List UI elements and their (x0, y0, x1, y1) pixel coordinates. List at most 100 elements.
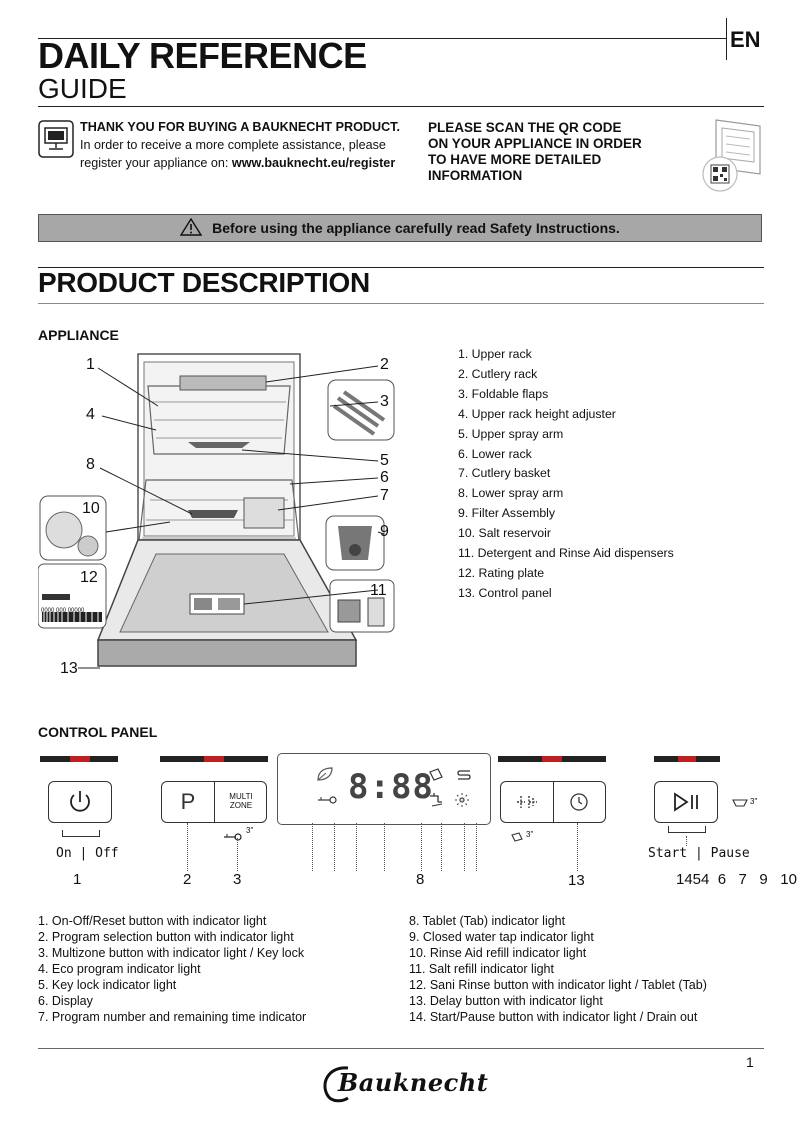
header-rule (38, 38, 726, 39)
page-title: DAILY REFERENCE (38, 35, 367, 76)
list-item: 3. Multizone button with indicator light… (38, 946, 305, 960)
registration-text: THANK YOU FOR BUYING A BAUKNECHT PRODUCT… (80, 118, 410, 172)
water-tap-icon (430, 793, 443, 807)
list-item: 11. Detergent and Rinse Aid dispensers (458, 546, 674, 561)
list-item: 6. Display (38, 994, 93, 1008)
cp-number-3: 3 (233, 871, 242, 888)
language-code: EN (730, 27, 761, 52)
appliance-heading: APPLIANCE (38, 327, 119, 343)
play-pause-icon (674, 792, 698, 812)
cp-number-8: 8 (416, 871, 425, 888)
product-description-heading: PRODUCT DESCRIPTION (38, 267, 370, 298)
cp-number-13: 13 (568, 872, 585, 889)
leader-line (312, 823, 313, 871)
leader-line (334, 823, 335, 871)
section-rule-bottom (38, 303, 764, 304)
callout-1: 1 (86, 356, 95, 373)
key-lock-icon (318, 796, 337, 804)
brand-swoosh-icon (323, 1066, 349, 1103)
callout-7: 7 (380, 487, 389, 504)
leader-line (237, 838, 238, 871)
cp-number-right: 1454 6 7 9 10 (676, 871, 797, 888)
indicator-bar (160, 756, 268, 762)
on-off-button[interactable] (48, 781, 112, 823)
page-subtitle: GUIDE (38, 73, 127, 104)
list-item: 10. Rinse Aid refill indicator light (409, 946, 587, 960)
tablet-icon (429, 768, 443, 781)
appliance-illustration (37, 350, 408, 680)
list-item: 12. Rating plate (458, 565, 545, 580)
leader-line (464, 823, 465, 871)
callout-2: 2 (380, 356, 389, 373)
list-item: 4. Upper rack height adjuster (458, 406, 616, 421)
qr-line: INFORMATION (428, 168, 523, 183)
callout-13: 13 (60, 660, 78, 677)
list-item: 5. Upper spray arm (458, 426, 564, 441)
list-item: 5. Key lock indicator light (38, 978, 177, 992)
warning-icon (179, 217, 203, 239)
list-item: 2. Program selection button with indicat… (38, 930, 294, 944)
rinse-aid-icon (455, 793, 469, 807)
program-multizone-buttons: P MULTI ZONE (161, 781, 267, 823)
display-panel: 8:88 (277, 753, 491, 825)
list-item: 9. Closed water tap indicator light (409, 930, 594, 944)
thanks-heading: THANK YOU FOR BUYING A BAUKNECHT PRODUCT… (80, 120, 400, 134)
dishwasher-qr-illustration (698, 112, 768, 203)
section-rule-top (38, 267, 764, 268)
callout-6: 6 (380, 469, 389, 486)
header-divider (726, 18, 727, 60)
start-pause-bracket (668, 826, 706, 833)
delay-button[interactable] (554, 782, 605, 822)
qr-line: TO HAVE MORE DETAILED (428, 152, 602, 167)
register-link[interactable]: www.bauknecht.eu/register (231, 156, 396, 170)
list-item: 11. Salt refill indicator light (409, 962, 554, 976)
callout-5: 5 (380, 452, 389, 469)
list-item: 4. Eco program indicator light (38, 962, 201, 976)
drain-icon (732, 795, 748, 813)
callout-8: 8 (86, 456, 95, 473)
page-number: 1 (746, 1054, 754, 1070)
on-off-bracket (62, 830, 100, 837)
hold-time-label: 3" (526, 830, 534, 839)
list-item: 14. Start/Pause button with indicator li… (409, 1010, 698, 1024)
list-item: 6. Lower rack (458, 446, 532, 461)
hold-time-label: 3" (246, 826, 254, 835)
list-item: 1. On-Off/Reset button with indicator li… (38, 914, 267, 928)
callout-12: 12 (80, 569, 98, 586)
list-item: 10. Salt reservoir (458, 526, 551, 541)
footer-rule (38, 1048, 764, 1049)
multizone-button[interactable]: MULTI ZONE (216, 792, 266, 810)
multizone-label: ZONE (229, 801, 253, 810)
display-digits: 8:88 (348, 767, 434, 807)
safety-notice-bar: Before using the appliance carefully rea… (38, 214, 762, 242)
sani-delay-buttons (500, 781, 606, 823)
on-off-label: On | Off (56, 846, 119, 861)
cp-number-1: 1 (73, 871, 82, 888)
control-panel-heading: CONTROL PANEL (38, 724, 158, 740)
indicator-bar (498, 756, 606, 762)
program-button[interactable]: P (162, 782, 215, 822)
eco-leaf-icon (317, 767, 333, 781)
leader-line (384, 823, 385, 871)
callout-4: 4 (86, 406, 95, 423)
control-panel-list-left: 1. On-Off/Reset button with indicator li… (38, 913, 306, 1025)
leader-line (187, 823, 188, 871)
leader-line (686, 836, 687, 846)
list-item: 12. Sani Rinse button with indicator lig… (409, 978, 707, 992)
list-item: 7. Cutlery basket (458, 466, 551, 481)
callout-10: 10 (82, 500, 100, 517)
start-pause-button[interactable] (654, 781, 718, 823)
brand-name: Bauknecht (338, 1068, 489, 1097)
thanks-line: In order to receive a more complete assi… (80, 138, 386, 152)
indicator-bar (40, 756, 118, 762)
start-pause-label: Start | Pause (648, 846, 750, 861)
list-item: 1. Upper rack (458, 347, 532, 361)
callout-11: 11 (370, 582, 387, 599)
thanks-line-prefix: register your appliance on: (80, 156, 232, 170)
sani-rinse-button[interactable] (501, 782, 554, 822)
qr-instructions: PLEASE SCAN THE QR CODE ON YOUR APPLIANC… (428, 120, 678, 184)
power-icon (70, 791, 90, 812)
leader-line (577, 823, 578, 871)
leader-line (356, 823, 357, 871)
list-item: 13. Delay button with indicator light (409, 994, 603, 1008)
